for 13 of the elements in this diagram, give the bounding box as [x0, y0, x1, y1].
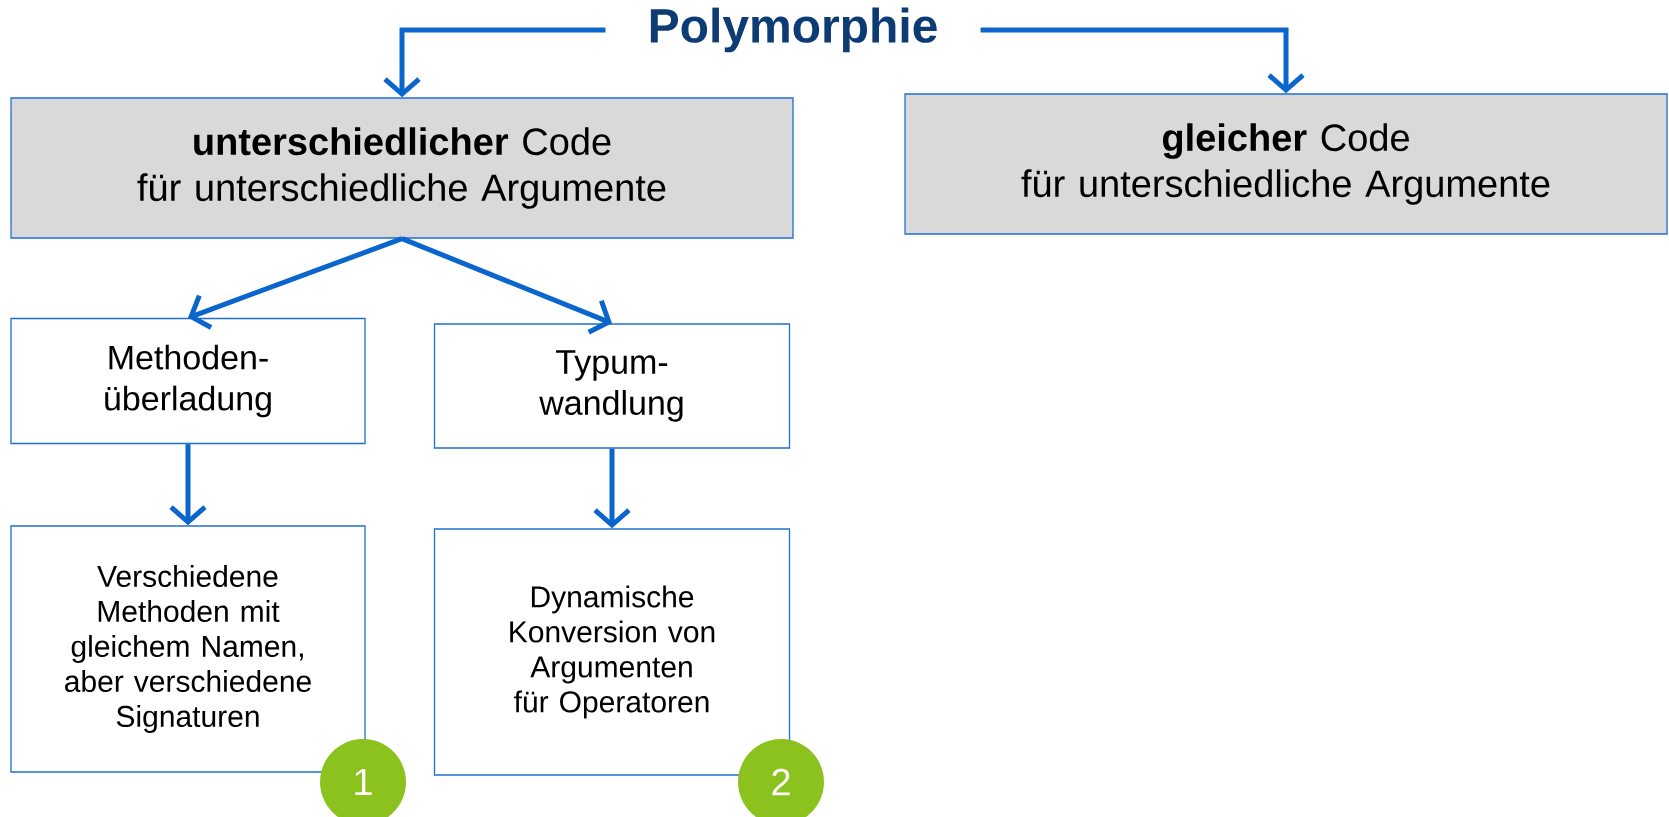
concept-box: Methoden- überladung	[10, 317, 366, 445]
number-badge: 1	[320, 739, 406, 817]
arrow	[383, 27, 606, 98]
category-box: gleicher Code für unterschiedliche Argumente	[904, 93, 1668, 235]
title: Polymorphie	[650, 7, 937, 53]
category-box: unterschiedlicher Code für unterschiedliche Argumente	[10, 97, 794, 239]
concept-box: Typum- wandlung	[433, 323, 791, 449]
arrow	[169, 444, 207, 526]
arrow	[980, 27, 1305, 94]
arrow	[188, 236, 403, 330]
arrow	[593, 448, 631, 529]
arrow	[401, 236, 612, 335]
number-badge: 2	[738, 739, 824, 817]
